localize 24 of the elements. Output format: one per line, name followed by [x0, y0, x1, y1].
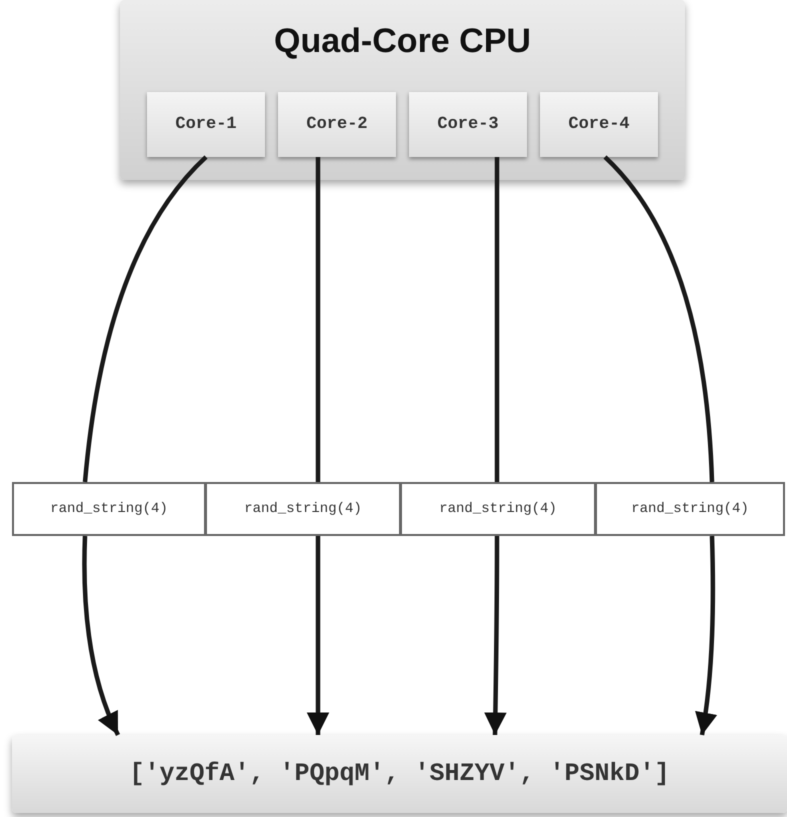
core-box	[147, 92, 265, 157]
core-box	[540, 92, 658, 157]
core-label: Core-1	[175, 114, 237, 136]
function-box	[12, 482, 206, 536]
function-box	[400, 482, 596, 536]
output-box	[12, 735, 787, 813]
core-box	[278, 92, 396, 157]
function-box	[595, 482, 785, 536]
arrow	[306, 536, 330, 735]
function-label: rand_string(4)	[244, 500, 362, 518]
output-text: ['yzQfA', 'PQpqM', 'SHZYV', 'PSNkD']	[129, 758, 670, 790]
function-label: rand_string(4)	[631, 500, 749, 518]
arrow	[484, 536, 507, 736]
cpu-box	[120, 0, 685, 180]
core-label: Core-4	[568, 114, 630, 136]
function-box	[205, 482, 401, 536]
cpu-title: Quad-Core CPU	[274, 24, 531, 58]
arrow	[82, 536, 120, 736]
core-label: Core-3	[437, 114, 499, 136]
function-label: rand_string(4)	[439, 500, 557, 518]
function-label: rand_string(4)	[50, 500, 168, 518]
arrow	[694, 536, 717, 736]
core-label: Core-2	[306, 114, 368, 136]
core-box	[409, 92, 527, 157]
